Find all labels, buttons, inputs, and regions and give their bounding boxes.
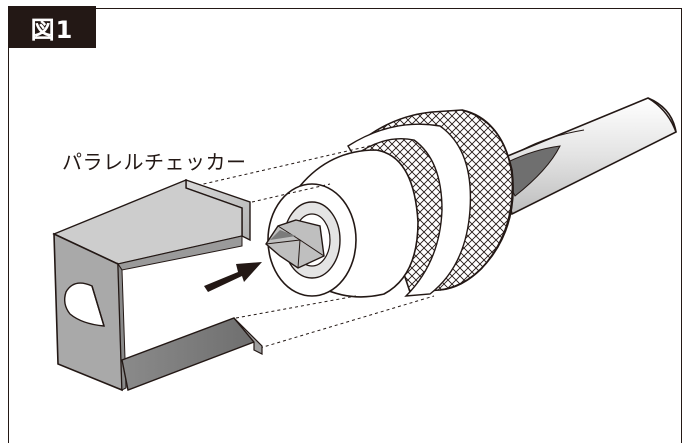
frame-right-rule — [681, 8, 682, 443]
figure-tag: 図1 — [8, 6, 96, 48]
insert-arrow — [204, 262, 262, 292]
drill-tip — [265, 219, 325, 269]
projection-lines — [185, 143, 435, 349]
frame-left-rule — [8, 48, 9, 443]
drill-shaft — [497, 97, 677, 216]
frame-top-rule — [96, 8, 682, 9]
parallel-checker-label: パラレルチェッカー — [62, 150, 247, 174]
parallel-checker — [52, 178, 263, 392]
